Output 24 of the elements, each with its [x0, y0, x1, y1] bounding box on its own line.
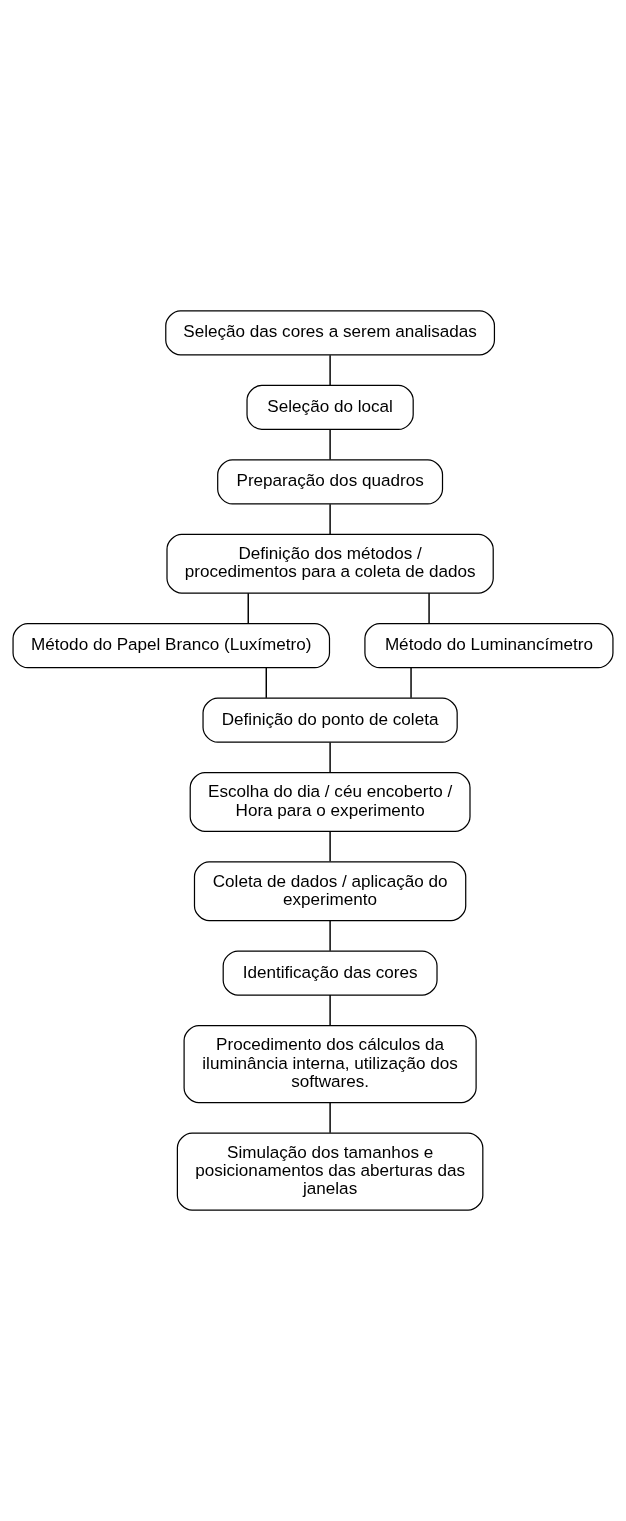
node-box: Coleta de dados / aplicação do experimento [193, 861, 467, 922]
connector [428, 592, 430, 625]
connector [410, 667, 412, 699]
connector [329, 429, 331, 461]
connector [265, 667, 267, 699]
node-box: Método do Luminancímetro [364, 623, 614, 669]
connector [329, 741, 331, 774]
node-box: Método do Papel Branco (Luxímetro) [12, 623, 331, 669]
connector [329, 1102, 331, 1134]
connector [247, 592, 249, 625]
node-box: Seleção do local [246, 384, 414, 430]
node-box: Definição do ponto de coleta [202, 697, 458, 743]
connector [329, 920, 331, 952]
node-box: Simulação dos tamanhos e posicionamentos das aberturas das janelas [176, 1132, 484, 1211]
node-box: Definição dos métodos / procedimentos para a coleta de dados [166, 533, 494, 594]
connector [329, 354, 331, 386]
node-box: Seleção das cores a serem analisadas [165, 310, 496, 356]
node-box: Preparação dos quadros [217, 459, 444, 505]
node-box: Procedimento dos cálculos da iluminância interna, utilização dos softwares. [183, 1025, 477, 1104]
connector [329, 994, 331, 1027]
node-box: Escolha do dia / céu encoberto / Hora para o experimento [189, 772, 471, 832]
node-box: Identificação das cores [222, 950, 438, 996]
connector [329, 831, 331, 863]
connector [329, 503, 331, 536]
